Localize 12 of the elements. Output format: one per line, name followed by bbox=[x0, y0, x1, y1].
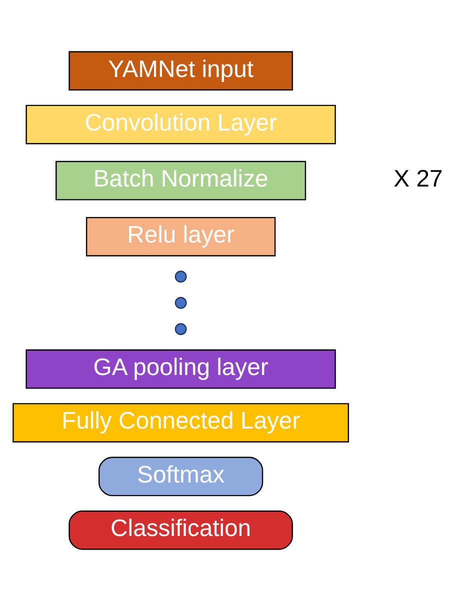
node-box: Batch Normalize bbox=[56, 160, 306, 200]
node-box: Fully Connected Layer bbox=[12, 403, 350, 442]
label: X 27 bbox=[394, 166, 443, 193]
node-circle bbox=[174, 270, 187, 283]
node-box: Convolution Layer bbox=[26, 104, 336, 144]
node-circle bbox=[174, 323, 187, 336]
node-box: Classification bbox=[68, 510, 293, 550]
node-box: Relu layer bbox=[86, 217, 276, 256]
node-box: Softmax bbox=[98, 456, 264, 496]
node-circle bbox=[174, 296, 187, 309]
node-box: YAMNet input bbox=[68, 51, 293, 91]
node-box: GA pooling layer bbox=[26, 349, 336, 389]
